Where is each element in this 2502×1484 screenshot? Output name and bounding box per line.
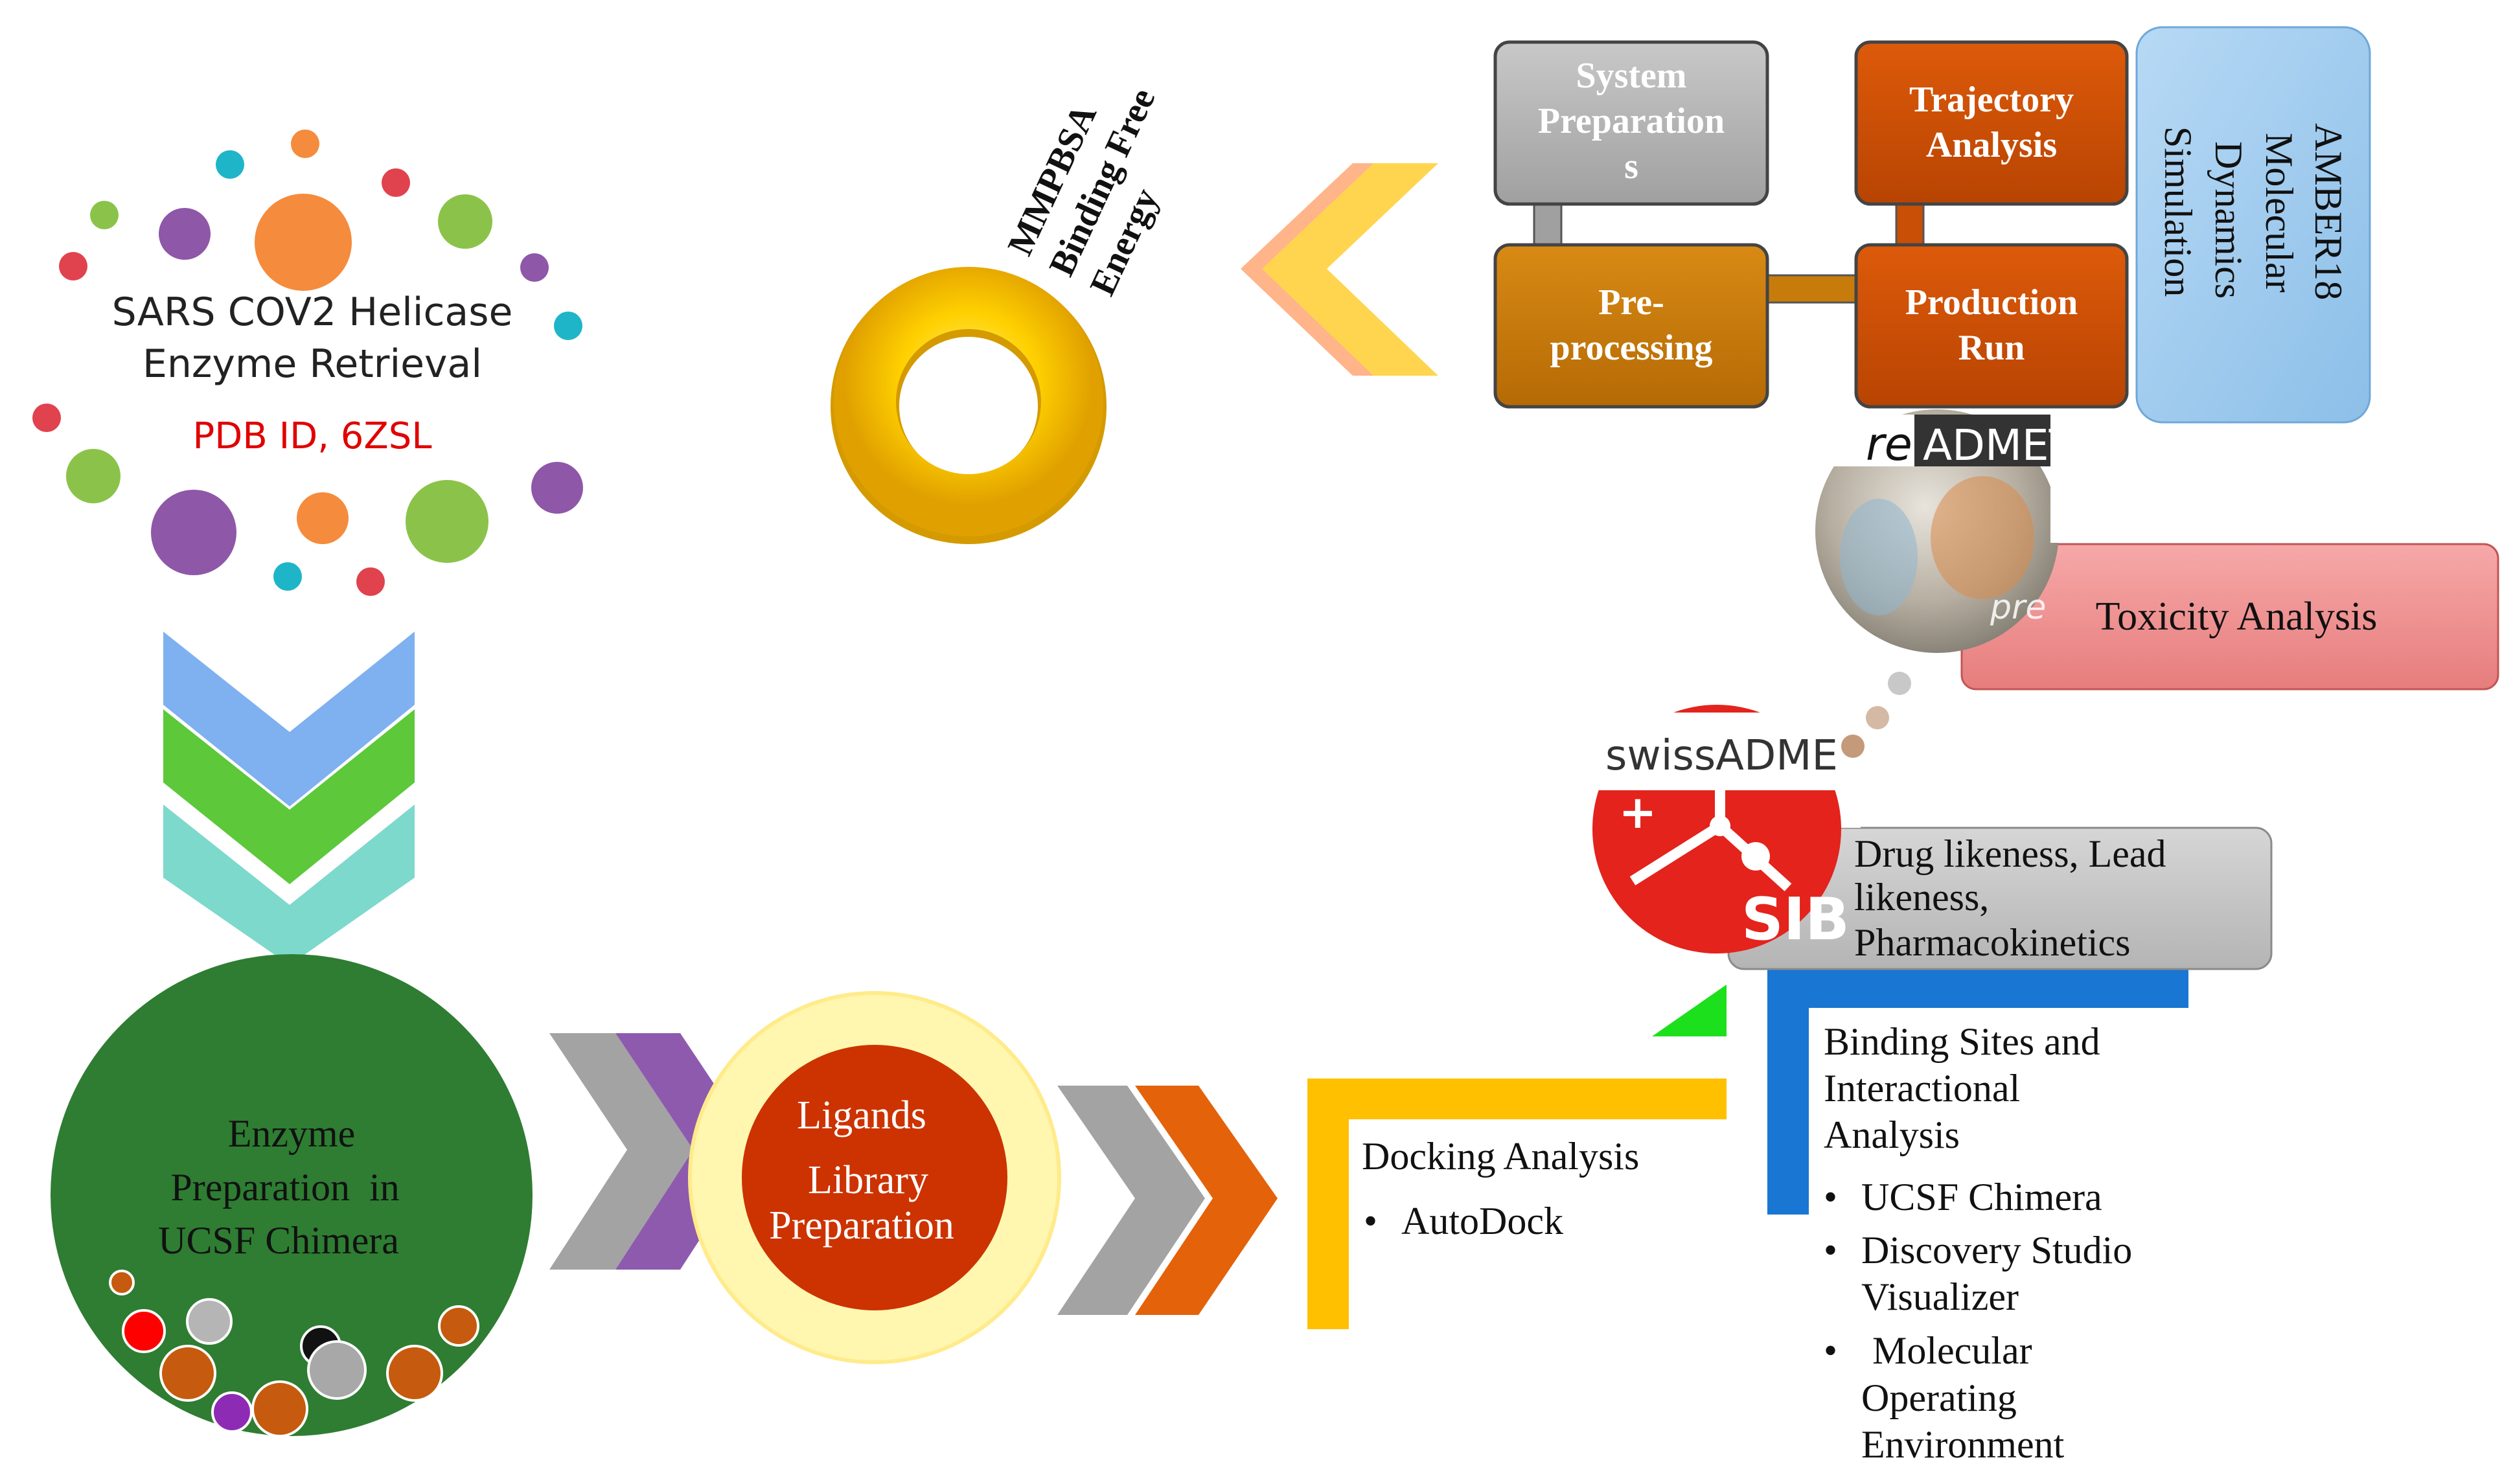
swissadme-logo	[1592, 705, 1841, 953]
amber-line3: Dynamics	[2207, 141, 2250, 299]
binding-item-visualizer: Visualizer	[1861, 1275, 2019, 1318]
pkcsm-right: ADMET	[1923, 420, 2076, 470]
preparation-line1: Enzyme	[228, 1112, 356, 1155]
amber-line2: Molecular	[2258, 133, 2301, 293]
preprocessing-box	[1493, 243, 1769, 409]
binding-item-chimera: UCSF Chimera	[1861, 1176, 2102, 1218]
preparation-line2: Preparation in	[170, 1166, 399, 1209]
binding-line2: Interactional	[1824, 1067, 2020, 1110]
svg-text:•: •	[1824, 1176, 1837, 1218]
pkcsm-logo	[1815, 409, 2059, 653]
production-line1: Production	[1905, 282, 2078, 323]
enzyme-molecule-dots	[109, 1270, 479, 1437]
binding-line1: Binding Sites and	[1824, 1020, 2100, 1063]
system-line3: s	[1624, 146, 1638, 187]
pkcsm-mask	[2050, 415, 2089, 543]
green-triangle	[1652, 985, 1727, 1036]
trajectory-line2: Analysis	[1926, 125, 2057, 165]
swissadme-sib: SIB	[1741, 885, 1850, 953]
left-chevrons	[1241, 163, 1438, 376]
trajectory-analysis-box	[1854, 40, 2129, 206]
swissadme-mask	[1841, 713, 1861, 828]
swissadme-name: swissADME	[1605, 732, 1838, 780]
swissadme-cross: +	[1619, 786, 1657, 839]
production-run-box	[1854, 243, 2129, 409]
svg-text:•: •	[1824, 1329, 1837, 1372]
system-line2: Preparation	[1538, 101, 1725, 141]
retrieval-dots	[32, 130, 583, 596]
pkcsm-small: pre	[1990, 588, 2046, 627]
amber-line4: Simulation	[2157, 126, 2199, 297]
pkcsm-left: re	[1866, 418, 1912, 471]
system-line1: System	[1576, 56, 1686, 96]
binding-item-discovery: Discovery Studio	[1861, 1229, 2132, 1272]
docking-frame	[1307, 1079, 1727, 1329]
enzyme-preparation-circle	[51, 954, 533, 1436]
retrieval-line2: Enzyme Retrieval	[143, 341, 482, 387]
binding-item-moe-3: Environment	[1861, 1423, 2065, 1466]
docking-item: AutoDock	[1401, 1200, 1563, 1242]
amber-line1: AMBER18	[2307, 123, 2350, 300]
down-chevrons	[163, 632, 415, 965]
docking-bullet: •	[1364, 1200, 1377, 1242]
production-line2: Run	[1958, 328, 2025, 368]
ligands-line1: Ligands	[797, 1093, 926, 1137]
connector-pre-production	[1764, 274, 1857, 304]
system-preparation-box	[1493, 40, 1769, 206]
druglikeness-line2: likeness,	[1854, 876, 1989, 919]
amber-box	[2135, 26, 2371, 424]
ligands-circle	[688, 991, 1061, 1364]
druglikeness-line3: Pharmacokinetics	[1854, 921, 2131, 964]
druglikeness-line1: Drug likeness, Lead	[1854, 832, 2166, 875]
binding-frame	[1767, 968, 2188, 1215]
connector-dots	[1841, 672, 1911, 758]
preprocessing-line1: Pre-	[1598, 282, 1664, 323]
trajectory-line1: Trajectory	[1909, 80, 2074, 120]
svg-text:•: •	[1824, 1229, 1837, 1272]
toxicity-label: Toxicity Analysis	[2096, 595, 2378, 639]
mmpbsa-ring	[831, 267, 1107, 544]
ligands-line2: Library	[808, 1158, 928, 1202]
retrieval-line1: SARS COV2 Helicase	[112, 290, 513, 335]
right-chevrons-2	[1057, 1086, 1278, 1315]
retrieval-pdb-id: PDB ID, 6ZSL	[192, 415, 431, 457]
preparation-line3: UCSF Chimera	[158, 1219, 399, 1262]
binding-tool-list: • UCSF Chimera • Discovery Studio Visual…	[1824, 1176, 2132, 1466]
ligands-line3: Preparation	[769, 1204, 954, 1248]
preprocessing-line2: processing	[1550, 328, 1713, 368]
docking-title: Docking Analysis	[1362, 1135, 1639, 1178]
binding-item-moe-2: Operating	[1861, 1376, 2017, 1419]
binding-line3: Analysis	[1824, 1113, 1960, 1156]
binding-item-moe-1: Molecular	[1872, 1329, 2032, 1372]
